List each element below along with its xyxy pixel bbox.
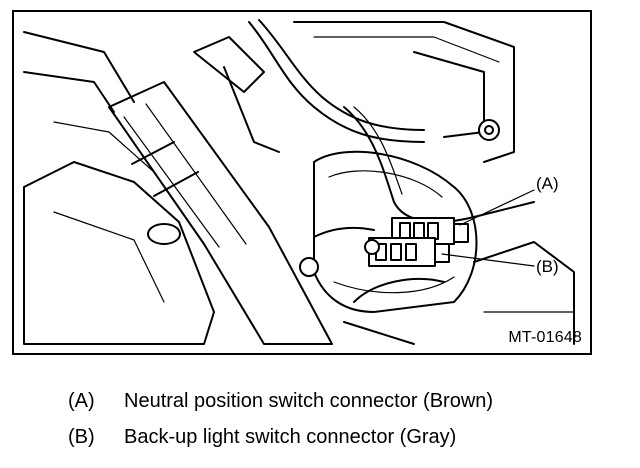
callout-b-label: (B) xyxy=(536,257,559,276)
figure-code: MT-01648 xyxy=(508,329,582,346)
legend-item-b: (B) Back-up light switch connector (Gray) xyxy=(68,425,456,449)
frame-rail xyxy=(293,21,515,163)
illustration-frame: (A) (B) MT-01648 xyxy=(12,10,592,355)
legend-item-a: (A) Neutral position switch connector (Br… xyxy=(68,389,493,413)
callout-a-label: (A) xyxy=(536,174,559,193)
legend-key-a: (A) xyxy=(68,390,95,412)
legend-key-b: (B) xyxy=(68,426,95,448)
leader-b xyxy=(441,253,535,267)
pipe-top xyxy=(248,21,425,143)
leader-a xyxy=(459,189,535,226)
left-housing xyxy=(23,161,215,345)
legend-text-a: Neutral position switch connector (Brown… xyxy=(124,390,494,412)
connector-b xyxy=(368,237,450,267)
legend-text-b: Back-up light switch connector (Gray) xyxy=(124,426,457,448)
engine-bay-drawing xyxy=(23,19,575,345)
